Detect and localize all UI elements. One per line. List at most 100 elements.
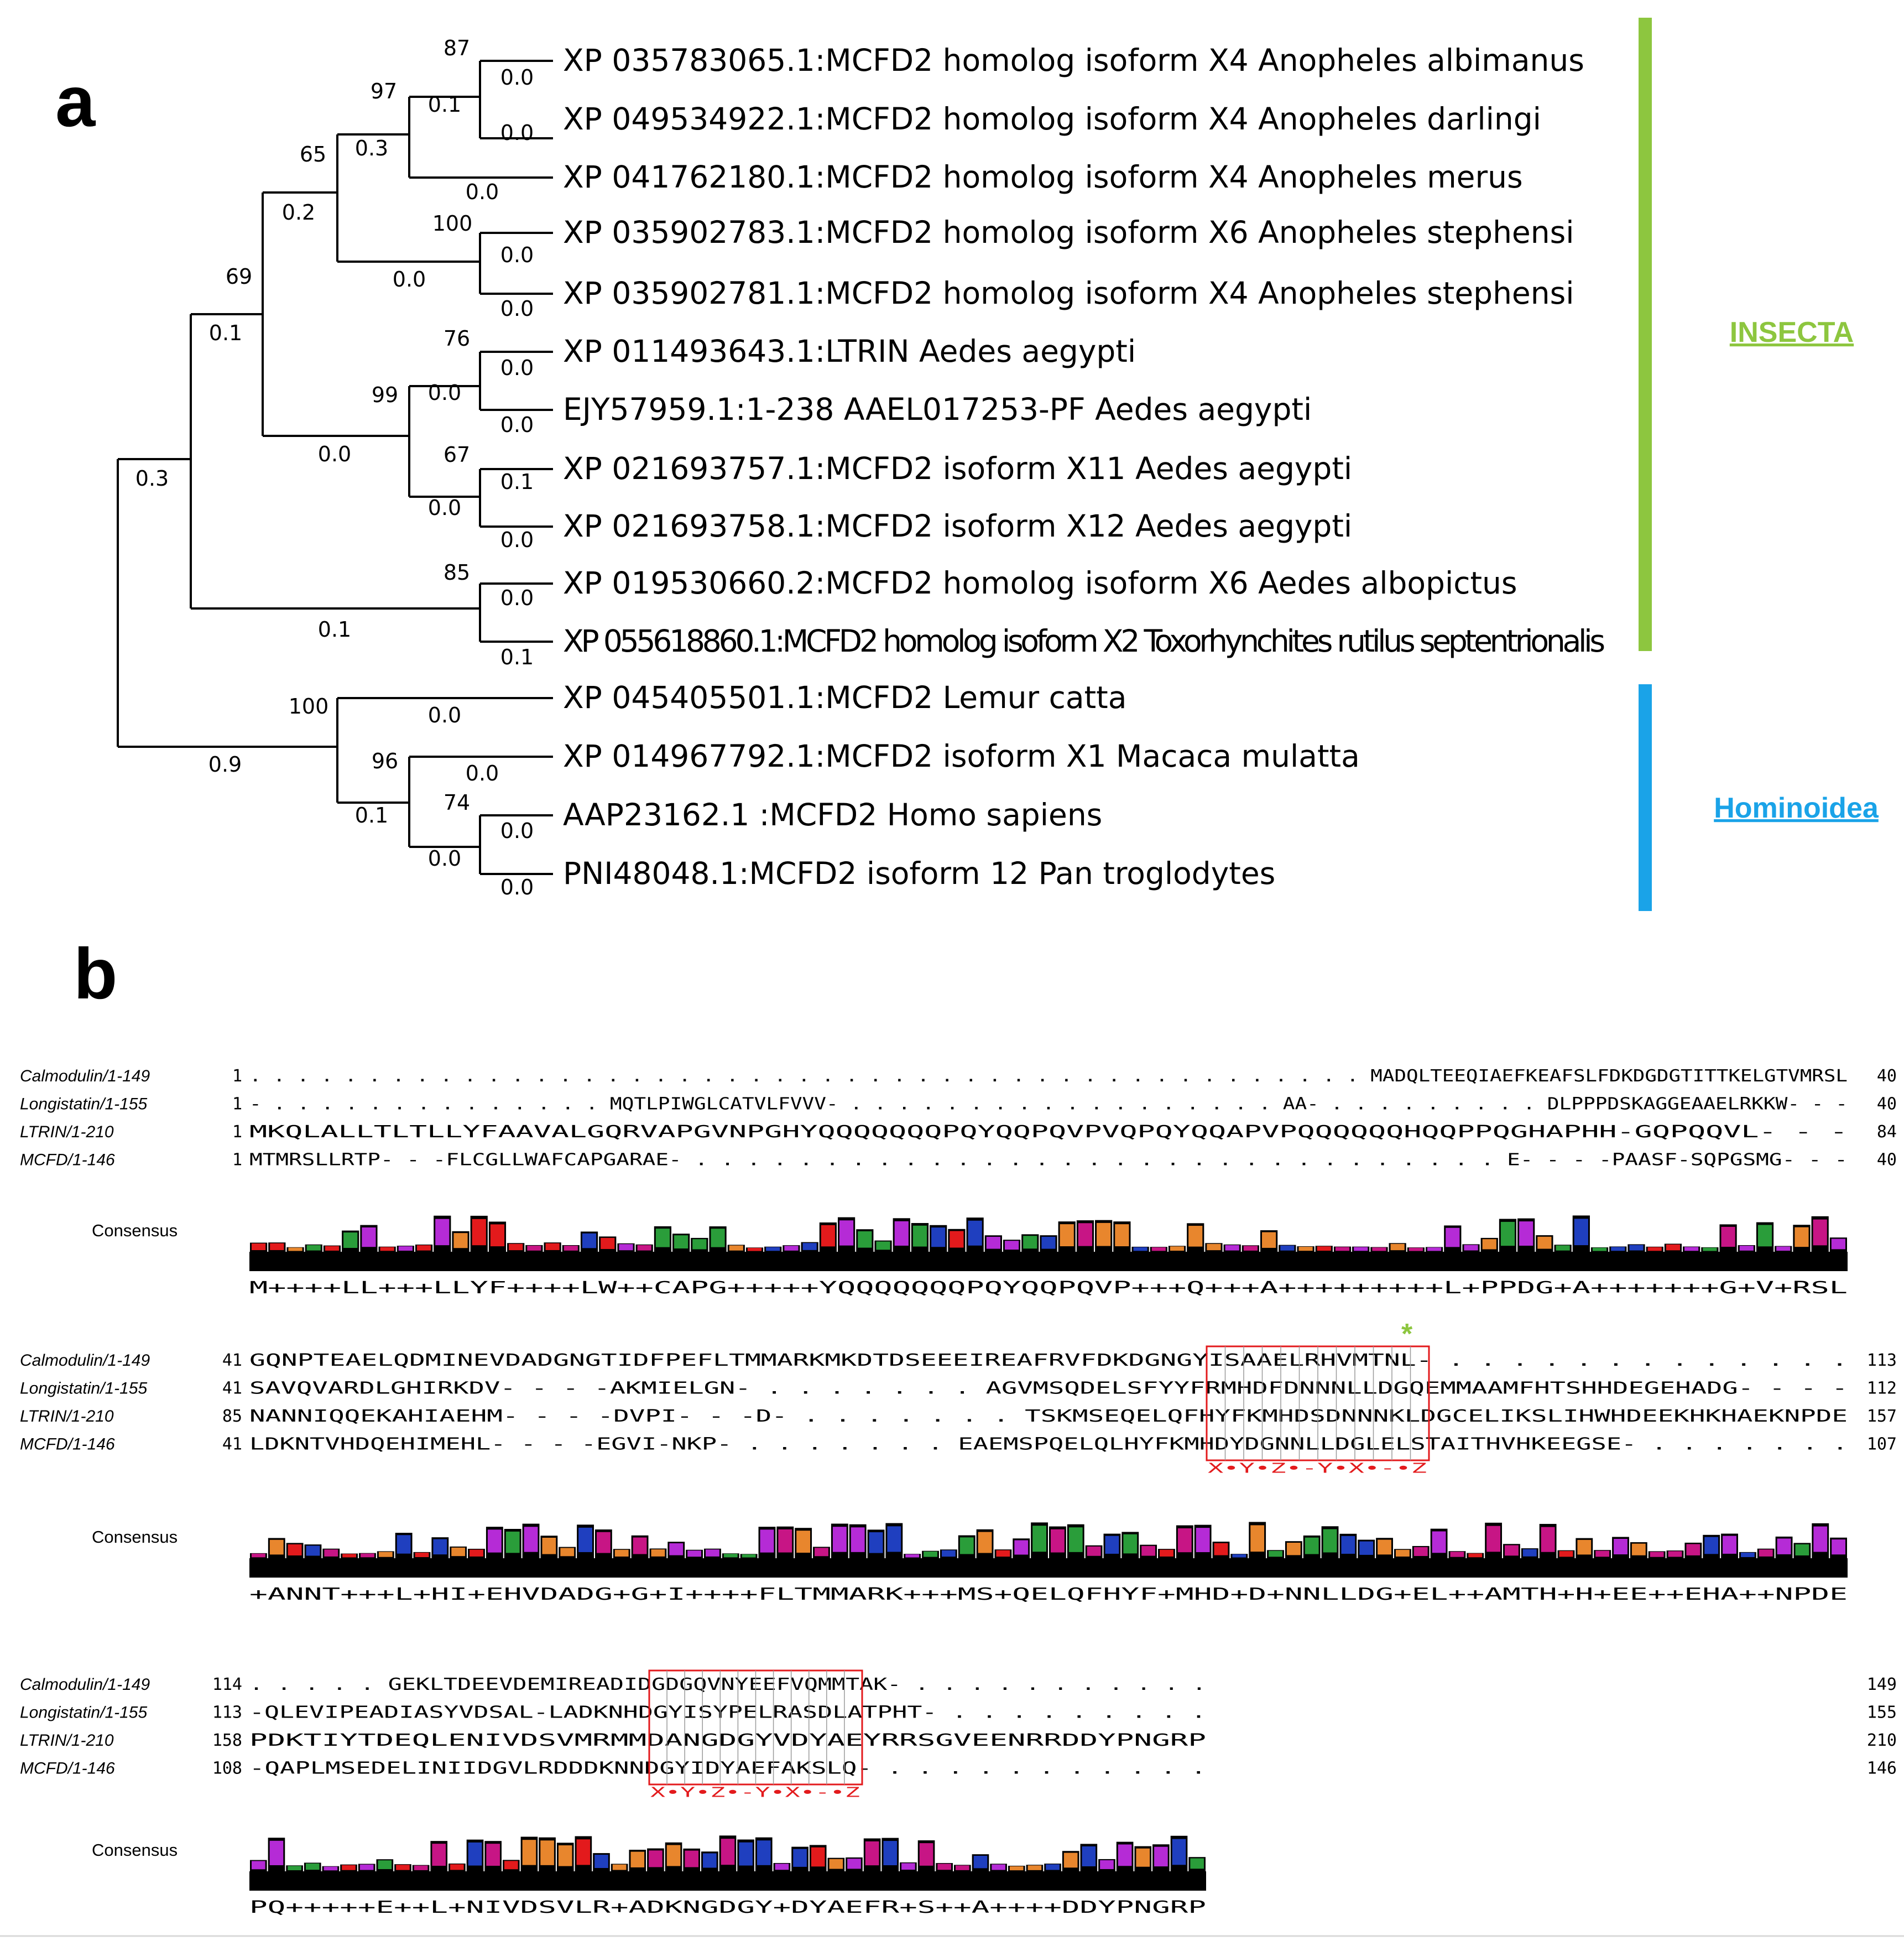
logo-residue	[288, 1247, 302, 1251]
logo-column	[1370, 1247, 1388, 1271]
logo-residue	[324, 1549, 338, 1557]
logo-column	[1230, 1554, 1248, 1578]
logo-residue	[1250, 1525, 1265, 1552]
logo-residue	[612, 1864, 627, 1870]
logo-residue	[1556, 1245, 1570, 1251]
logo-residue	[1196, 1528, 1210, 1553]
logo-residue	[1214, 1543, 1228, 1555]
logo-column	[740, 1554, 758, 1578]
logo-residue	[397, 1535, 411, 1554]
logo-residue	[1100, 1860, 1114, 1869]
logo-residue	[378, 1860, 392, 1870]
logo-residue	[1341, 1536, 1355, 1554]
logo-residue	[1464, 1245, 1478, 1251]
logo-residue	[747, 1247, 762, 1251]
sequence-residues: MTMRSLLRTP- - -FLCGLLWAFCAPGARAE- . . . …	[249, 1151, 1848, 1170]
logo-residue	[766, 1247, 780, 1251]
sequence-end: 107	[1867, 1435, 1897, 1454]
bootstrap-value: 87	[444, 36, 470, 60]
logo-residue	[1068, 1527, 1083, 1552]
logo-residue	[1133, 1247, 1147, 1251]
logo-residue	[504, 1861, 518, 1870]
logo-residue	[1650, 1552, 1664, 1557]
logo-residue	[560, 1548, 575, 1557]
sequence-residues: NANNIQQEKAHIAEHM- - - -DVPI- - -D- . . .…	[249, 1407, 1848, 1426]
logo-residue	[468, 1842, 482, 1866]
logo-residue	[325, 1246, 340, 1251]
logo-residue	[847, 1859, 861, 1869]
logo-residue	[924, 1551, 937, 1557]
logo-residue	[1225, 1245, 1239, 1251]
logo-residue	[821, 1225, 835, 1247]
logo-residue	[1446, 1227, 1460, 1247]
logo-residue	[527, 1246, 541, 1251]
logo-residue	[306, 1245, 321, 1251]
branch-length: 0.0	[500, 819, 534, 843]
logo-residue	[956, 1865, 969, 1870]
logo-residue	[1668, 1551, 1682, 1557]
branch-length: 0.2	[282, 200, 315, 225]
logo-residue	[594, 1855, 608, 1869]
logo-residue	[996, 1550, 1010, 1557]
tree-branch	[336, 697, 553, 804]
logo-residue	[1041, 1236, 1056, 1249]
phylogenetic-tree	[117, 60, 553, 875]
logo-residue	[324, 1866, 338, 1871]
logo-residue	[1051, 1529, 1065, 1553]
bootstrap-value: 74	[444, 790, 470, 815]
motif-pattern: X•Y•Z•-Y•X•-•Z	[1208, 1460, 1427, 1476]
logo-residue	[1577, 1539, 1592, 1555]
logo-residue	[1269, 1550, 1282, 1557]
logo-residue	[778, 1529, 792, 1553]
leaf-label: EJY57959.1:1-238 AAEL017253-PF Aedes aeg…	[563, 392, 1312, 427]
logo-residue	[649, 1850, 663, 1867]
leaf-label: XP 021693758.1:MCFD2 isoform X12 Aedes a…	[563, 508, 1352, 544]
sequence-name: Longistatin/1-155	[20, 1095, 147, 1113]
logo-residue	[1354, 1247, 1368, 1251]
logo-residue	[1009, 1866, 1024, 1871]
clade-label-hominoidea: Hominoidea	[1714, 792, 1879, 824]
sequence-name: MCFD/1-146	[20, 1151, 115, 1169]
logo-residue	[1519, 1221, 1533, 1246]
leaf-label: XP 049534922.1:MCFD2 homolog isoform X4 …	[563, 101, 1541, 137]
clade-label-insecta: INSECTA	[1730, 316, 1854, 348]
logo-residue	[793, 1849, 807, 1867]
logo-residue	[1777, 1538, 1791, 1554]
logo-residue	[1723, 1536, 1736, 1554]
branch-length: 0.0	[500, 243, 534, 267]
sequence-residues: GQNPTEAELQDMINEVDADGNGTIDFPEFLTMMARKMKDT…	[249, 1351, 1848, 1370]
logo-column	[1590, 1247, 1609, 1271]
logo-residue	[414, 1865, 428, 1870]
sequence-name: MCFD/1-146	[20, 1760, 115, 1778]
logo-residue	[1740, 1552, 1755, 1557]
logo-residue	[619, 1244, 633, 1251]
logo-residue	[1813, 1219, 1827, 1246]
logo-residue	[435, 1219, 450, 1246]
branch-length: 0.0	[428, 496, 461, 520]
branch-length: 0.0	[500, 356, 534, 380]
branch-length: 0.3	[355, 136, 388, 160]
logo-residue	[415, 1552, 429, 1557]
consensus-sequence: PQ+++++E++L+NIVDSVLR+ADKNGDGY+DYAEFR+S++…	[249, 1898, 1206, 1917]
sequence-start: 41	[222, 1435, 242, 1454]
leaf-label: XP 019530660.2:MCFD2 homolog isoform X6 …	[563, 565, 1517, 601]
logo-residue	[269, 1539, 284, 1555]
logo-residue	[1813, 1526, 1828, 1552]
bootstrap-value: 96	[372, 749, 398, 773]
branch-length: 0.1	[355, 803, 388, 828]
logo-residue	[986, 1236, 1000, 1249]
logo-residue	[524, 1527, 538, 1552]
logo-residue	[959, 1537, 974, 1554]
logo-residue	[912, 1225, 927, 1247]
logo-residue	[784, 1246, 799, 1251]
logo-residue	[721, 1839, 735, 1865]
logo-residue	[858, 1231, 872, 1248]
logo-residue	[1832, 1539, 1845, 1555]
logo-residue	[1207, 1243, 1221, 1251]
logo-residue	[937, 1864, 952, 1870]
logo-residue	[1759, 1549, 1773, 1557]
leaf-label: XP 035783065.1:MCFD2 homolog isoform X4 …	[563, 43, 1584, 78]
logo-column	[1701, 1247, 1719, 1271]
bootstrap-value: 65	[300, 142, 326, 166]
